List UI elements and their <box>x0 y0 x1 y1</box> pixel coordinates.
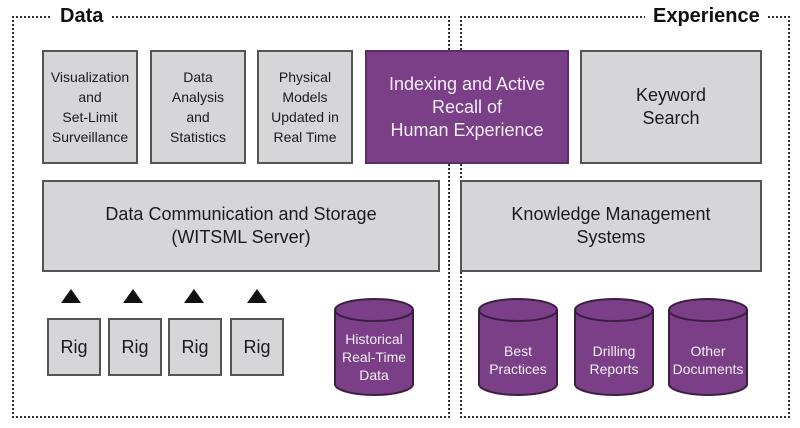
rig-box-3: Rig <box>168 318 222 376</box>
physical-models-box: Physical Models Updated in Real Time <box>257 50 353 164</box>
rig-arrow-icon <box>247 289 267 303</box>
other-documents-label: Other Documents <box>672 343 744 377</box>
experience-region-title: Experience <box>645 4 768 28</box>
rig-label: Rig <box>181 337 209 357</box>
data-analysis-box: Data Analysis and Statistics <box>150 50 246 164</box>
keyword-search-label: Keyword Search <box>635 85 707 128</box>
data-communication-label: Data Communication and Storage (WITSML S… <box>105 204 377 247</box>
indexing-label: Indexing and Active Recall of Human Expe… <box>388 73 546 140</box>
rig-box-2: Rig <box>108 318 162 376</box>
data-analysis-label: Data Analysis and Statistics <box>169 69 226 145</box>
keyword-search-box: Keyword Search <box>580 50 762 164</box>
rig-box-1: Rig <box>47 318 101 376</box>
data-region-title: Data <box>52 4 112 28</box>
database-icon <box>574 298 654 396</box>
physical-models-label: Physical Models Updated in Real Time <box>271 69 339 145</box>
rig-arrow-icon <box>61 289 81 303</box>
drilling-reports-cylinder: Drilling Reports <box>572 296 656 400</box>
rig-arrow-icon <box>123 289 143 303</box>
best-practices-label: Best Practices <box>489 343 547 377</box>
indexing-box: Indexing and Active Recall of Human Expe… <box>365 50 569 164</box>
rig-label: Rig <box>243 337 271 357</box>
visualization-box: Visualization and Set-Limit Surveillance <box>42 50 138 164</box>
best-practices-cylinder: Best Practices <box>476 296 560 400</box>
knowledge-management-box: Knowledge Management Systems <box>460 180 762 272</box>
rig-box-4: Rig <box>230 318 284 376</box>
knowledge-management-label: Knowledge Management Systems <box>511 204 711 247</box>
data-region: Data <box>12 4 450 418</box>
other-documents-cylinder: Other Documents <box>666 296 750 400</box>
rig-arrow-icon <box>184 289 204 303</box>
database-icon <box>334 298 414 396</box>
experience-region: Experience <box>460 4 790 418</box>
database-icon <box>478 298 558 396</box>
rig-label: Rig <box>60 337 88 357</box>
rig-label: Rig <box>121 337 149 357</box>
database-icon <box>668 298 748 396</box>
drilling-reports-label: Drilling Reports <box>589 343 639 377</box>
historical-data-label: Historical Real-Time Data <box>341 331 407 383</box>
historical-data-cylinder: Historical Real-Time Data <box>332 296 416 400</box>
data-communication-box: Data Communication and Storage (WITSML S… <box>42 180 440 272</box>
visualization-label: Visualization and Set-Limit Surveillance <box>50 69 130 145</box>
